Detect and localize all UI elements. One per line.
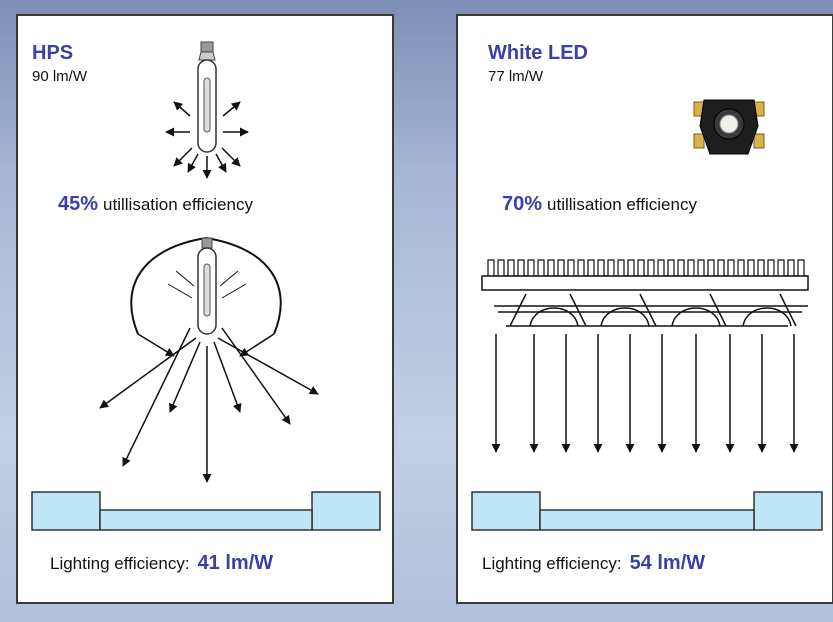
light-ray-arrows (491, 334, 799, 453)
hps-radiating-arrows (165, 101, 249, 179)
led-utilisation-percent: 70% (502, 193, 543, 215)
hps-illustration (31, 41, 381, 531)
hps-lighting-efficiency: Lighting efficiency: 41 lm/W (50, 552, 273, 575)
reflector-icon (130, 236, 282, 335)
floor-surface-icon (31, 491, 381, 531)
led-lighting-label: Lighting efficiency: (482, 554, 622, 573)
led-panel: White LED 77 lm/W 70%utillisation effici… (456, 14, 833, 604)
hps-panel: HPS 90 lm/W 45%utillisation efficiency L… (16, 14, 394, 604)
led-illustration (471, 99, 823, 531)
led-lighting-efficiency: Lighting efficiency: 54 lm/W (482, 552, 705, 575)
led-chip-icon (693, 99, 765, 155)
hps-rating: 90 lm/W (32, 68, 88, 85)
lens-array-icon (494, 293, 808, 327)
heatsink-icon (481, 259, 809, 291)
led-title: White LED (488, 42, 588, 64)
led-rating: 77 lm/W (488, 68, 544, 85)
hps-utilisation-label: utillisation efficiency (103, 195, 253, 214)
floor-surface-icon (471, 491, 823, 531)
hps-utilisation-percent: 45% (58, 193, 99, 215)
led-utilisation: 70%utillisation efficiency (502, 193, 697, 216)
led-lighting-value: 54 lm/W (629, 552, 706, 574)
light-ray-arrows (99, 327, 319, 483)
led-utilisation-label: utillisation efficiency (547, 195, 697, 214)
hps-lighting-value: 41 lm/W (197, 552, 274, 574)
hps-lighting-label: Lighting efficiency: (50, 554, 190, 573)
hps-bulb-icon (197, 41, 217, 153)
hps-title: HPS (32, 42, 74, 64)
hps-utilisation: 45%utillisation efficiency (58, 193, 253, 216)
